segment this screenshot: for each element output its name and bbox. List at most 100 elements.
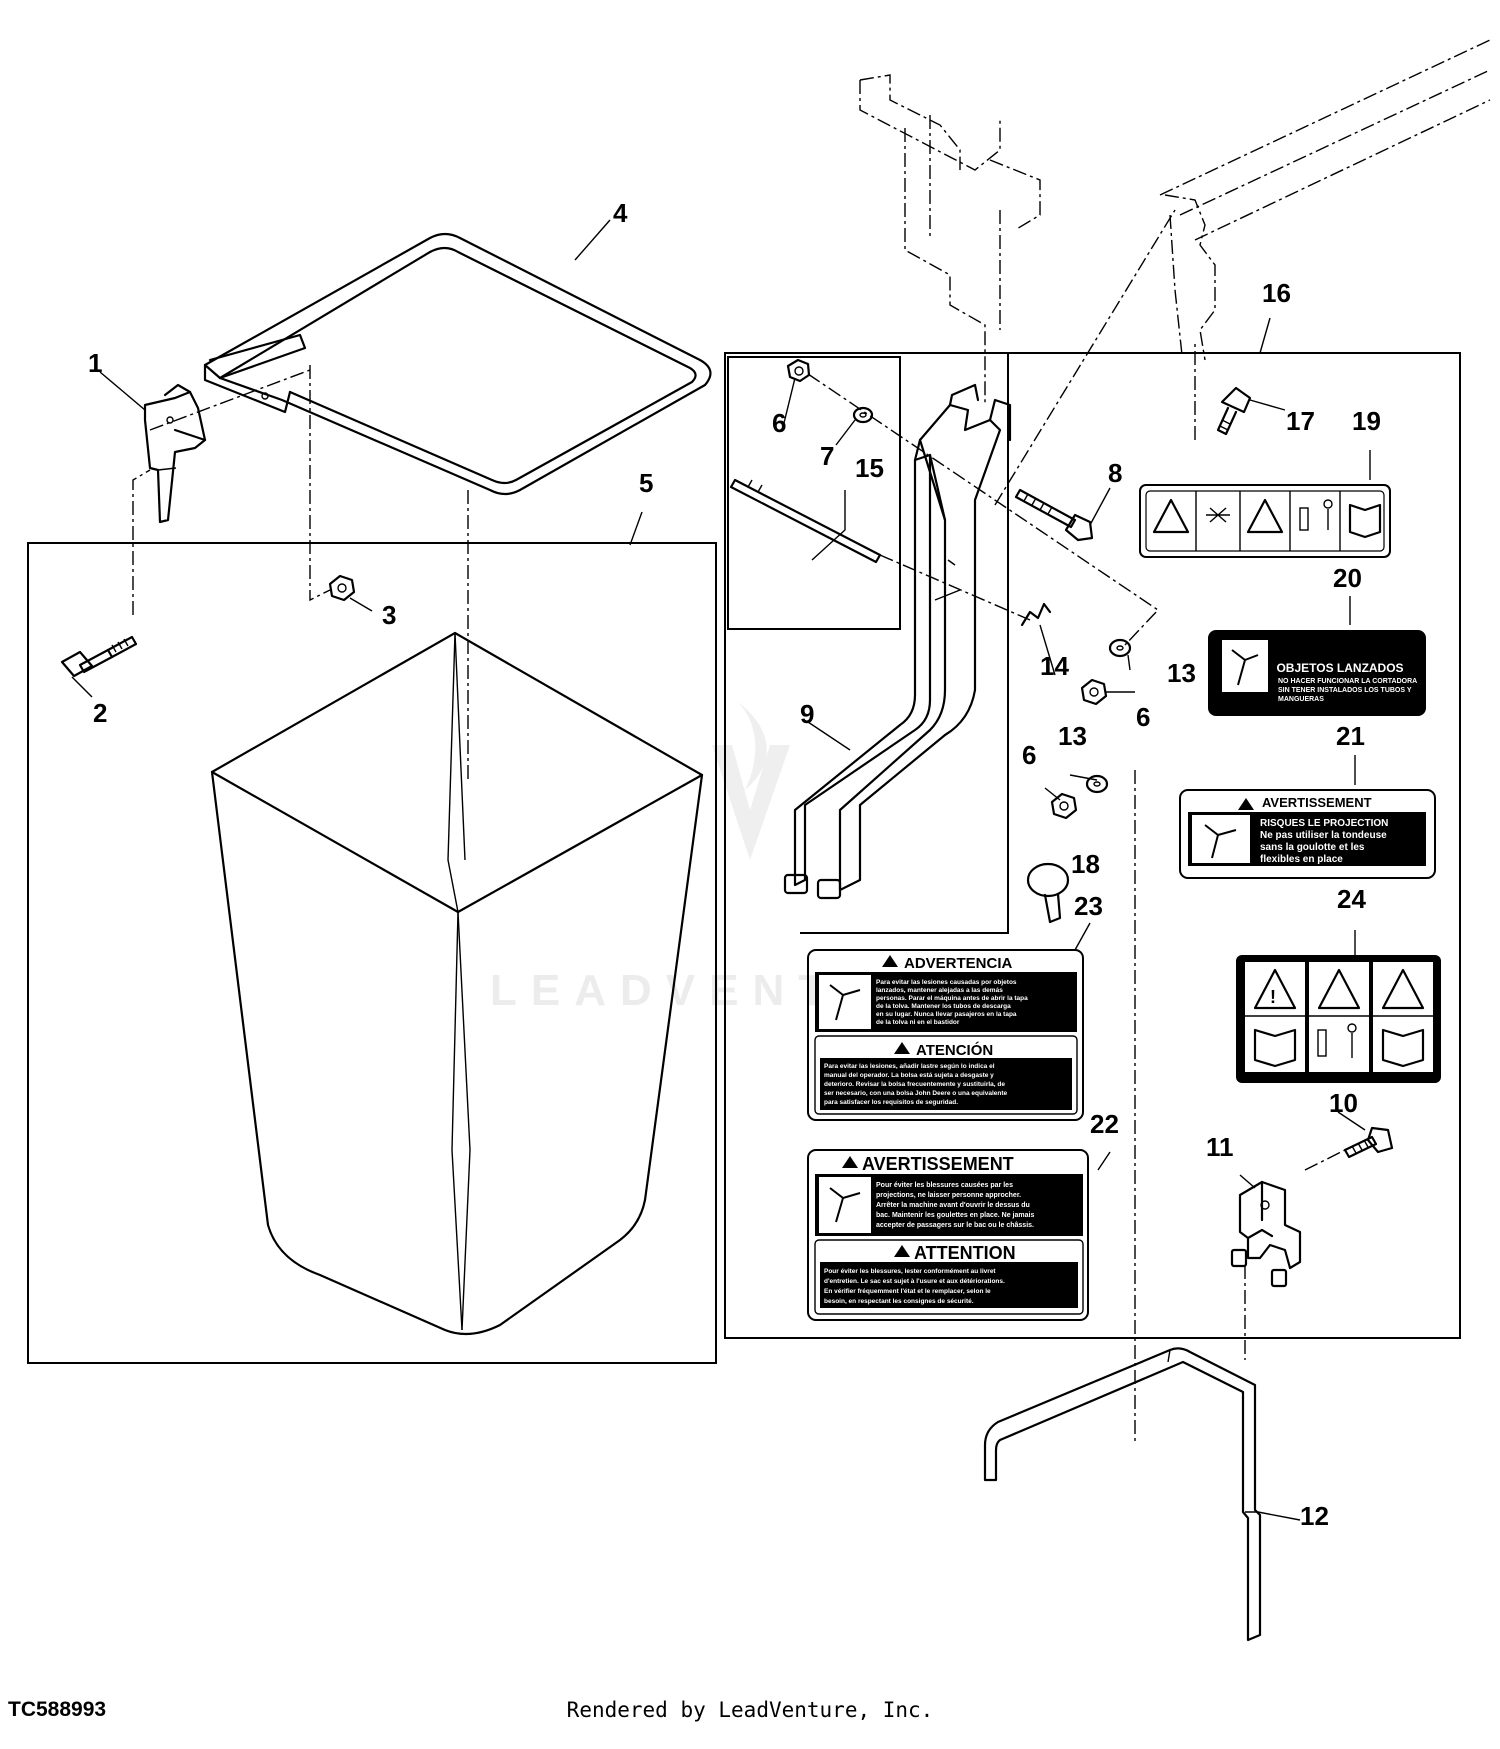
decal-20-line2: SIN TENER INSTALADOS LOS TUBOS Y [1278,687,1412,694]
decal-23: ADVERTENCIA Para evitar las lesiones cau… [807,949,1084,1121]
decal-22-block1-line: accepter de passagers sur le bac ou le c… [876,1222,1034,1229]
door-icon [1299,507,1309,531]
part-6-nut-right [1080,678,1108,706]
leader-lines [71,219,1371,1521]
callout-9: 9 [800,699,814,729]
part-11-bracket [1230,1180,1302,1288]
decal-22-block1-line: Pour éviter les blessures causées par le… [876,1182,1013,1189]
group-box-15 [727,356,901,630]
decal-23-block2-line: deterioro. Revisar la bolsa frecuentemen… [824,1081,1005,1088]
decal-24: ! [1236,955,1441,1083]
callout-8: 8 [1108,458,1122,488]
callout-7: 7 [820,441,834,471]
decal-22-block2: Pour éviter les blessures, lester confor… [824,1268,1005,1305]
group-box-9 [725,352,1009,934]
decal-23-header1: ADVERTENCIA [904,955,1013,972]
decal-22-header2: ATTENTION [914,1243,1016,1263]
decal-23-header2: ATENCIÓN [916,1041,993,1059]
decal-22-block1: Pour éviter les blessures causées par le… [876,1182,1034,1229]
warning-triangle-icon [1238,798,1254,810]
part-6-nut-top [786,358,811,383]
part-8-long-bolt [1014,488,1094,542]
decal-23-block1-line: en su lugar. Nunca llevar pasajeros en l… [876,1011,1017,1018]
part-5-grass-bag [210,631,704,1336]
group-box-5 [27,542,717,1364]
warning-triangle-icon [1152,498,1190,534]
part-10-bolt [1343,1126,1394,1159]
warning-triangle-icon [1253,968,1297,1010]
part-4-lid-frame [203,232,712,496]
manual-book-icon [1253,1028,1297,1068]
part-7-washer [852,406,874,424]
part-13-washer-lower [1085,774,1109,794]
warning-triangle-icon [842,1156,858,1168]
decal-21-header: AVERTISSEMENT [1262,795,1372,810]
callout-24: 24 [1337,884,1366,914]
callout-6-lower: 6 [1022,740,1036,770]
thrown-object-icon [819,975,871,1029]
part-14-clip [1020,602,1052,627]
callout-16: 16 [1262,278,1291,308]
decal-20-title: OBJETOS LANZADOS [1276,661,1403,675]
door-icon [1317,1029,1327,1057]
warning-triangle-icon [894,1245,910,1257]
frame-phantom [859,39,1491,405]
callouts: 1 2 3 4 5 6 6 6 7 8 9 10 11 12 13 13 14 … [88,198,1381,1531]
callout-10: 10 [1329,1088,1358,1118]
callout-6-top: 6 [772,408,786,438]
callout-13-lower: 13 [1058,721,1087,751]
decal-22-block1-line: projections, ne laisser personne approch… [876,1192,1021,1199]
warning-triangle-icon [882,955,898,967]
callout-11: 11 [1206,1132,1234,1162]
decal-21-line1: RISQUES LE PROJECTION [1260,818,1388,829]
callout-6-right: 6 [1136,702,1150,732]
decal-21-line2: Ne pas utiliser la tondeuse [1260,830,1387,841]
callout-5: 5 [639,468,653,498]
callout-19: 19 [1352,406,1381,436]
callout-1: 1 [88,348,102,378]
thrown-object-icon [1222,640,1268,692]
decal-23-block1-line: personas. Parar el máquina antes de abri… [876,995,1028,1002]
part-6-nut-lower [1050,792,1078,820]
decal-22: AVERTISSEMENT Pour éviter les blessures … [807,1149,1089,1321]
decal-23-block1-line: Para evitar las lesiones causadas por ob… [876,979,1017,986]
callout-12: 12 [1300,1501,1329,1531]
decal-19 [1139,484,1391,558]
callout-22: 22 [1090,1109,1119,1139]
decal-21-line3: sans la goulotte et les [1260,842,1365,853]
exclamation-glyph: ! [1270,987,1276,1007]
decal-23-block2-line: para satisfacer los requisitos de seguri… [824,1099,958,1106]
callout-17: 17 [1286,406,1315,436]
part-13-washer-right [1108,638,1132,658]
part-12-support-rod [983,1347,1262,1642]
manual-book-icon [1348,503,1382,539]
fan-blade-icon [1206,507,1230,523]
callout-3: 3 [382,600,396,630]
callout-4: 4 [613,198,628,228]
decal-23-block1: Para evitar las lesiones causadas por ob… [876,979,1028,1026]
decal-21-line4: flexibles en place [1260,854,1343,865]
callout-14: 14 [1040,651,1069,681]
render-credit: Rendered by LeadVenture, Inc. [566,1698,934,1722]
decal-22-block2-line: Pour éviter les blessures, lester confor… [824,1268,996,1275]
part-17-bolt [1216,386,1252,436]
group-box-16 [724,352,1461,1339]
part-1-hinge-bracket [143,383,207,524]
decal-22-block2-line: En vérifier fréquemment l'état et le rem… [824,1288,991,1295]
warning-triangle-icon [1246,498,1284,534]
callout-13-right: 13 [1167,658,1196,688]
decal-20: OBJETOS LANZADOS NO HACER FUNCIONAR LA C… [1208,630,1426,716]
decal-22-block1-line: bac. Maintenir les goulettes en place. N… [876,1212,1034,1219]
decal-22-header1: AVERTISSEMENT [862,1154,1014,1174]
decal-21: AVERTISSEMENT RISQUES LE PROJECTION Ne p… [1179,789,1436,879]
decal-22-block1-line: Arrêter la machine avant d'ouvrir le des… [876,1202,1030,1209]
callout-15: 15 [855,453,884,483]
decal-20-line3: MANGUERAS [1278,696,1324,703]
warning-triangle-icon [1381,968,1425,1010]
watermark: LEADVENTURE [490,700,960,1015]
decal-22-block2-line: d'entretien. Le sac est sujet à l'usure … [824,1278,1005,1285]
person-icon [1347,1023,1357,1033]
callout-21: 21 [1336,721,1365,751]
callout-2: 2 [93,698,107,728]
